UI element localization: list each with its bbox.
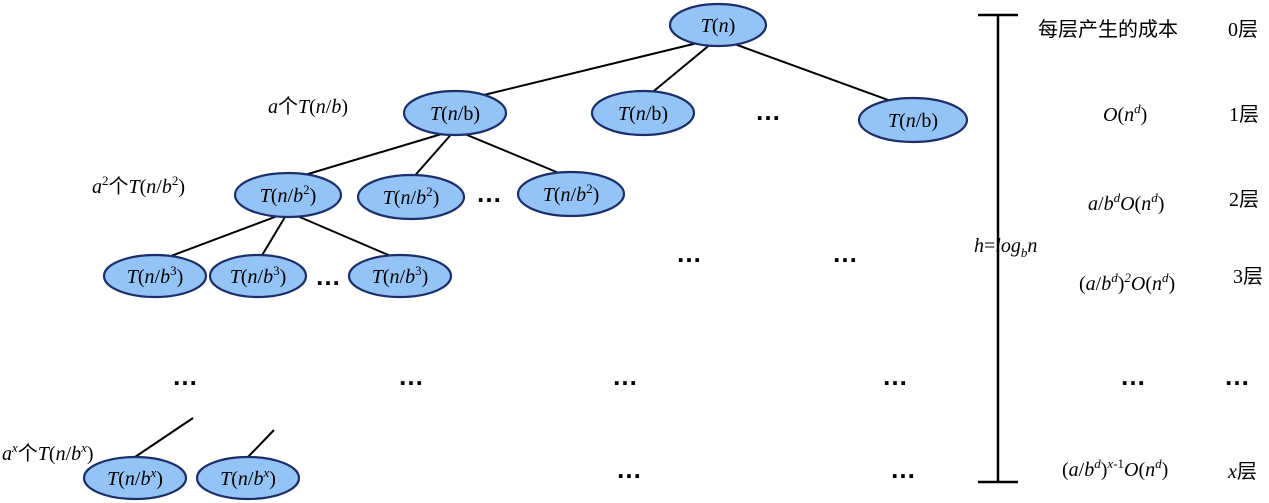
level-2: 2层 (1229, 189, 1259, 211)
ellipsis-row4-b: … (398, 361, 426, 391)
cost-level-3: (a/bd)2O(nd) (1079, 270, 1175, 295)
svg-text:T(n/b3): T(n/b3) (372, 263, 429, 288)
node-lx-a: T(n/bx) (82, 455, 188, 501)
svg-text:T(n/b): T(n/b) (430, 103, 480, 125)
level-0: 0层 (1228, 19, 1258, 41)
edge-lx-b (247, 429, 275, 458)
node-l1-a: T(n/b) (402, 89, 508, 137)
left-label-lx: ax个T(n/bx) (2, 440, 94, 465)
tree-edges (134, 37, 911, 458)
node-l2-b: T(n/b2) (356, 173, 466, 221)
ellipsis-row4-c: … (612, 361, 640, 391)
node-l3-c: T(n/b3) (347, 253, 453, 299)
ellipsis-l3: … (315, 261, 343, 291)
node-lx-b: T(n/bx) (195, 455, 301, 501)
svg-text:T(n/b3): T(n/b3) (127, 263, 184, 288)
node-l2-c: T(n/b2) (516, 170, 626, 218)
svg-text:T(n/b): T(n/b) (618, 103, 668, 125)
edge-root-l1c (717, 37, 911, 109)
left-label-l2: a2个T(n/b2) (92, 173, 185, 198)
ellipsis-l2: … (476, 178, 504, 208)
node-root: T(n) (668, 2, 768, 48)
ellipsis-mid-a: … (676, 238, 704, 268)
ellipsis-level: … (1224, 361, 1252, 391)
node-l3-a: T(n/b3) (102, 253, 208, 299)
node-l1-b: T(n/b) (590, 89, 696, 137)
edge-l2a-l3a (154, 211, 289, 263)
ellipsis-row4-a: … (172, 361, 200, 391)
ellipsis-cost: … (1120, 361, 1148, 391)
ellipsis-row4-d: … (882, 361, 910, 391)
ellipsis-l1: … (755, 96, 783, 126)
svg-text:T(n): T(n) (701, 15, 735, 37)
height-label: h=logbn (974, 235, 1037, 260)
ellipsis-bottom-b: … (890, 454, 918, 484)
node-l2-a: T(n/b2) (233, 171, 343, 219)
node-l3-b: T(n/b3) (208, 253, 308, 299)
ellipsis-mid-b: … (832, 238, 860, 268)
edge-l1a-l2a (287, 129, 456, 181)
edge-l1a-l2c (454, 129, 572, 179)
edge-lx-a (134, 417, 194, 458)
ellipsis-bottom-a: … (616, 454, 644, 484)
left-label-l1: a个T(n/b) (268, 95, 348, 118)
edge-root-l1b (642, 37, 719, 101)
node-l1-c: T(n/b) (857, 96, 969, 144)
level-3: 3层 (1233, 266, 1263, 288)
svg-text:T(n/b): T(n/b) (888, 110, 938, 132)
edge-root-l1a (454, 37, 719, 103)
edge-l2a-l3b (257, 211, 289, 263)
height-bar (978, 13, 1018, 484)
svg-text:T(n/b3): T(n/b3) (230, 263, 287, 288)
edge-l1a-l2b (410, 129, 456, 181)
svg-text:T(n/b2): T(n/b2) (383, 184, 440, 209)
cost-level-x: (a/bd)x-1O(nd) (1062, 456, 1168, 481)
edge-l2a-l3c (287, 211, 401, 261)
cost-level-1: O(nd) (1103, 101, 1147, 126)
level-1: 1层 (1229, 104, 1259, 126)
level-x: x层 (1227, 461, 1257, 483)
cost-level-2: a/bdO(nd) (1088, 190, 1164, 215)
cost-header: 每层产生的成本 (1038, 18, 1178, 41)
